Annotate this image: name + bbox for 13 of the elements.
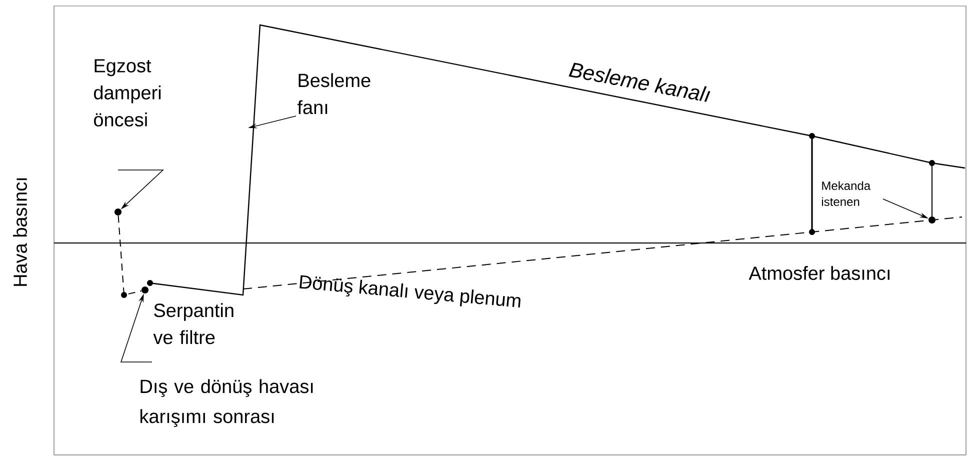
- annotation-text: Dış ve dönüş havası karışımı sonrası: [140, 379, 313, 427]
- callout-text: Egzost damperi öncesi: [94, 59, 161, 126]
- line-label: Besleme kanalı: [568, 62, 710, 102]
- callout-text: Besleme fanı: [297, 73, 370, 114]
- line-label: Atmosfer basıncı: [748, 266, 890, 280]
- axis-label: Hava basıncı: [13, 178, 27, 286]
- callout-text: Serpantin ve filtre: [153, 303, 234, 344]
- leader-line: [118, 215, 142, 296]
- line-label: Dönüş kanalı veya plenum: [300, 275, 520, 308]
- point-marker: [114, 208, 122, 216]
- callout-text: Mekanda istenen: [822, 181, 871, 206]
- point-marker: [928, 216, 936, 224]
- point-marker: [142, 286, 148, 294]
